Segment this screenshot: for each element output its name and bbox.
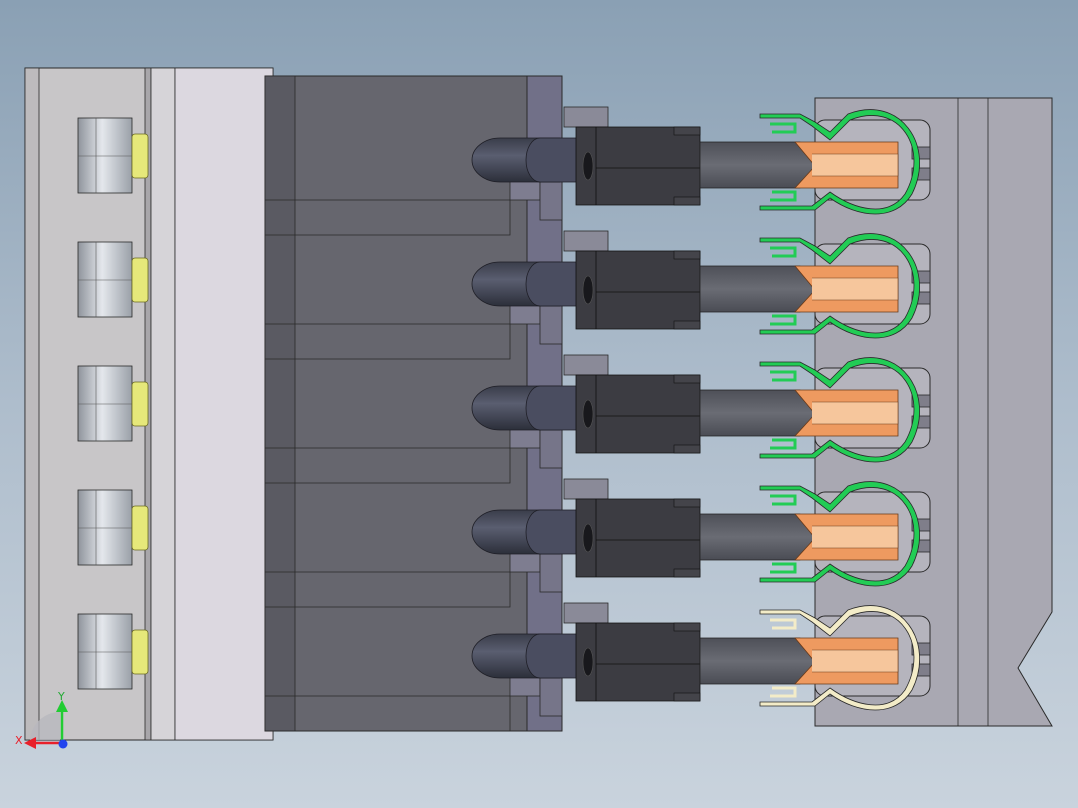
copper-pin-highlight (812, 277, 899, 301)
copper-pin-highlight (812, 525, 899, 549)
screw-tip (131, 629, 149, 675)
hex-flat (673, 320, 701, 330)
spring-clip-tab (770, 618, 797, 630)
hex-body (575, 250, 701, 330)
terminal-assembly (471, 481, 920, 587)
coordinate-triad: Y X (15, 690, 68, 749)
spring-clip-tab (770, 246, 797, 258)
spring-clip (759, 109, 920, 215)
hex-flat (673, 374, 701, 384)
screw-nut (77, 613, 149, 690)
hex-hole (582, 399, 594, 429)
spring-clip-tab (770, 190, 797, 202)
spring-clip-tab (770, 122, 797, 134)
hex-flat (673, 126, 701, 136)
terminal-assembly (471, 605, 920, 711)
screw-tip (131, 505, 149, 551)
copper-pin-highlight (812, 401, 899, 425)
housing-rib-line (265, 199, 511, 236)
terminal-assemblies (471, 109, 920, 711)
hex-flat (673, 196, 701, 206)
latch-tab (563, 106, 609, 128)
left-terminal-block (24, 67, 274, 741)
housing-ribs (265, 106, 609, 732)
hex-body (575, 498, 701, 578)
spring-clip (759, 357, 920, 463)
housing-rib-line (265, 695, 511, 732)
hex-hole (582, 151, 594, 181)
spring-clip-tab (770, 438, 797, 450)
nut-body (77, 613, 133, 690)
y-axis-arrowhead (56, 700, 68, 712)
nut-body (77, 117, 133, 194)
hex-hole (582, 523, 594, 553)
spring-clip (759, 481, 920, 587)
hex-flat (673, 568, 701, 578)
screw-tip (131, 133, 149, 179)
spring-clip (759, 233, 920, 339)
spring-clip (759, 605, 920, 711)
hex-flat (673, 498, 701, 508)
plug-collar (525, 137, 581, 183)
latch-tab (563, 230, 609, 252)
plug-collar (525, 385, 581, 431)
housing-rib-line (265, 447, 511, 484)
spring-clip-tab (770, 370, 797, 382)
hex-flat (673, 444, 701, 454)
spring-clip-tab (770, 494, 797, 506)
screw-nut (77, 117, 149, 194)
housing-rib-line (265, 323, 511, 360)
nut-body (77, 489, 133, 566)
x-axis-label: X (15, 734, 23, 747)
spring-clip-tab (770, 686, 797, 698)
screw-nut (77, 241, 149, 318)
spring-clip-tab (770, 314, 797, 326)
latch-tab (563, 478, 609, 500)
latch-tab (563, 602, 609, 624)
hex-hole (582, 275, 594, 305)
y-axis-label: Y (57, 690, 65, 703)
terminal-assembly (471, 357, 920, 463)
hex-flat (673, 622, 701, 632)
spring-clip-tab (770, 562, 797, 574)
plug-collar (525, 509, 581, 555)
screw-nuts (77, 117, 149, 690)
hex-body (575, 374, 701, 454)
hex-hole (582, 647, 594, 677)
copper-pin-highlight (812, 153, 899, 177)
z-axis-dot (58, 739, 68, 749)
hex-body (575, 622, 701, 702)
hex-flat (673, 692, 701, 702)
terminal-assembly (471, 109, 920, 215)
plug-collar (525, 633, 581, 679)
screw-nut (77, 365, 149, 442)
screw-tip (131, 381, 149, 427)
plug-collar (525, 261, 581, 307)
x-axis-arrowhead (24, 737, 36, 749)
hex-body (575, 126, 701, 206)
screw-tip (131, 257, 149, 303)
hex-flat (673, 250, 701, 260)
housing-rib-line (265, 571, 511, 608)
latch-tab (563, 354, 609, 376)
nut-body (77, 241, 133, 318)
copper-pin-highlight (812, 649, 899, 673)
nut-body (77, 365, 133, 442)
terminal-assembly (471, 233, 920, 339)
screw-nut (77, 489, 149, 566)
